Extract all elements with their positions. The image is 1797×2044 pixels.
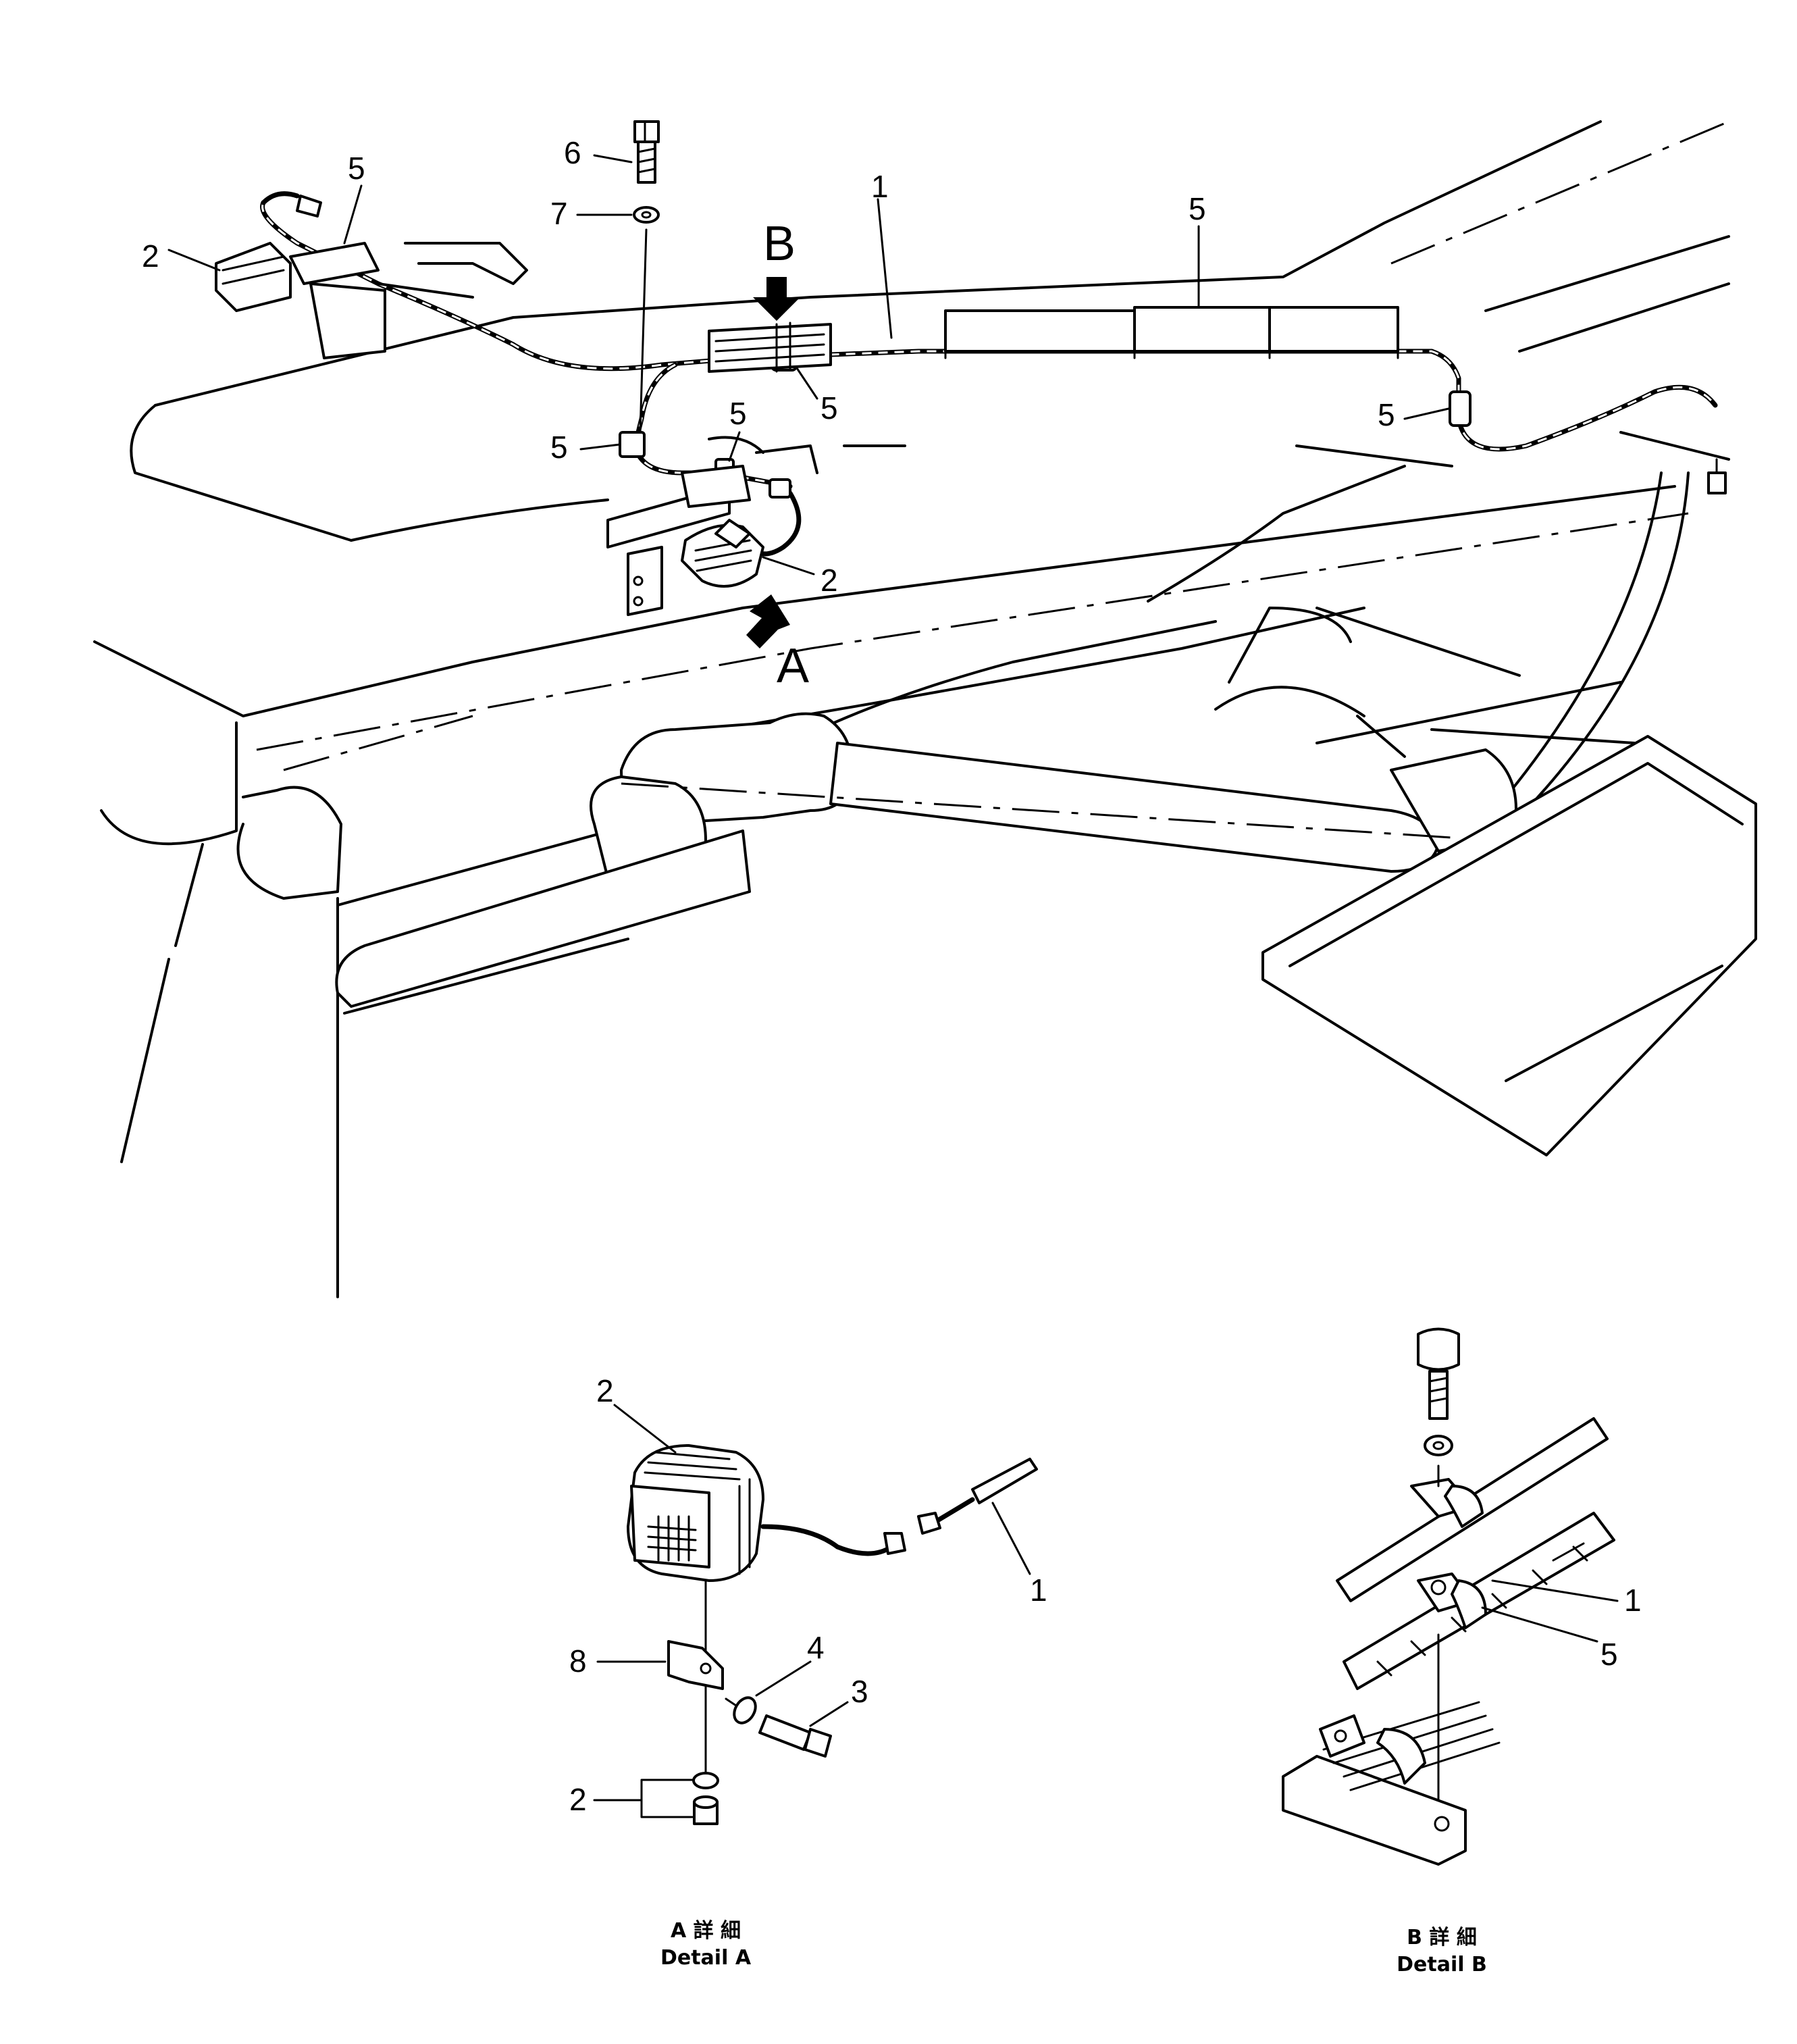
detail-a-callout-bracket: 8 <box>569 1643 587 1679</box>
callout-clip-top-right: 5 <box>1189 191 1206 226</box>
detail-a-callout-nut-set: 2 <box>569 1782 587 1817</box>
callout-clip-right: 5 <box>1378 397 1395 432</box>
caption-detail-b-jp: B 詳 細 <box>1407 1926 1477 1949</box>
callout-harness: 1 <box>871 169 889 204</box>
callout-lamp-center: 2 <box>821 563 838 598</box>
detail-b-callout-harness: 1 <box>1624 1583 1642 1618</box>
leader-lines-main <box>167 154 1450 576</box>
detail-b-callout-clip: 5 <box>1600 1637 1618 1672</box>
machine-outline <box>93 120 1757 1298</box>
callout-bolt: 6 <box>564 135 581 170</box>
callout-clip-mid: 5 <box>729 396 747 431</box>
detail-a-callout-harness: 1 <box>1030 1573 1047 1608</box>
callout-clip-center: 5 <box>821 390 838 426</box>
view-arrow-a <box>746 594 790 648</box>
caption-detail-a-jp: A 詳 細 <box>671 1919 741 1943</box>
detail-a-drawing <box>593 1404 1038 1825</box>
view-letter-b: B <box>763 217 796 271</box>
view-letter-a: A <box>777 639 809 693</box>
detail-a-callout-bolt: 3 <box>851 1674 868 1709</box>
callout-lamp-left: 2 <box>142 238 159 274</box>
caption-detail-a-en: Detail A <box>660 1946 752 1970</box>
callout-clip-left: 5 <box>550 430 568 465</box>
callout-clip-top-left: 5 <box>348 151 365 186</box>
detail-a-callout-washer: 4 <box>807 1630 825 1665</box>
detail-a-callout-lamp: 2 <box>596 1373 614 1408</box>
labels: 2 5 6 7 1 5 5 5 5 5 2 B A 2 1 8 4 3 2 1 … <box>142 135 1642 1976</box>
view-arrow-b <box>753 277 800 321</box>
caption-detail-b-en: Detail B <box>1397 1953 1487 1976</box>
detail-b-drawing <box>1282 1327 1619 1866</box>
wiring-harness-main <box>215 120 1727 616</box>
callout-washer: 7 <box>550 196 568 231</box>
